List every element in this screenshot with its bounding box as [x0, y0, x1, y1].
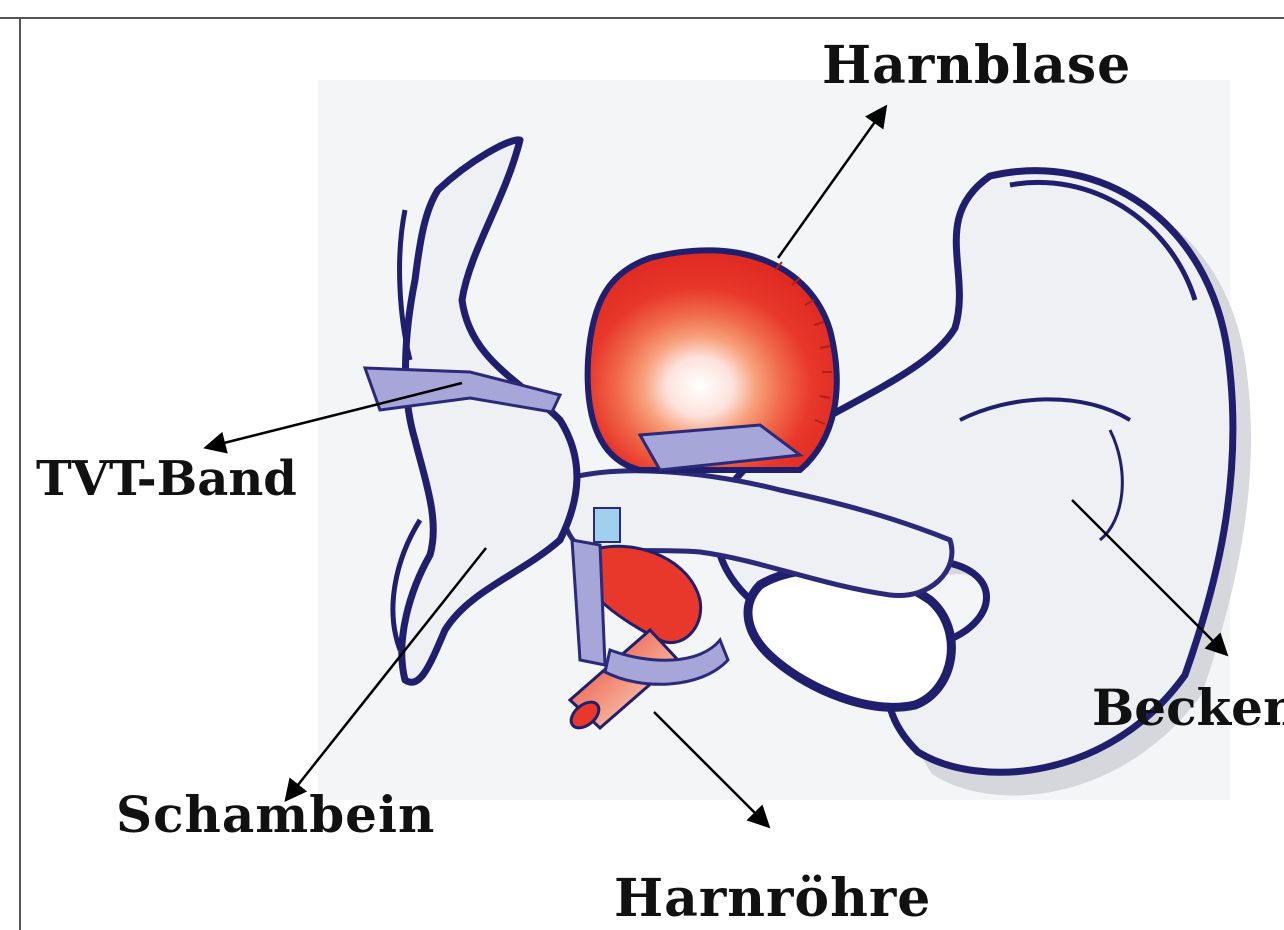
label-becken: Becken — [1092, 683, 1284, 733]
label-harnroehre: Harnröhre — [614, 873, 931, 925]
label-tvt-band: TVT-Band — [36, 455, 297, 503]
label-schambein: Schambein — [116, 790, 435, 840]
label-harnblase: Harnblase — [822, 40, 1131, 92]
